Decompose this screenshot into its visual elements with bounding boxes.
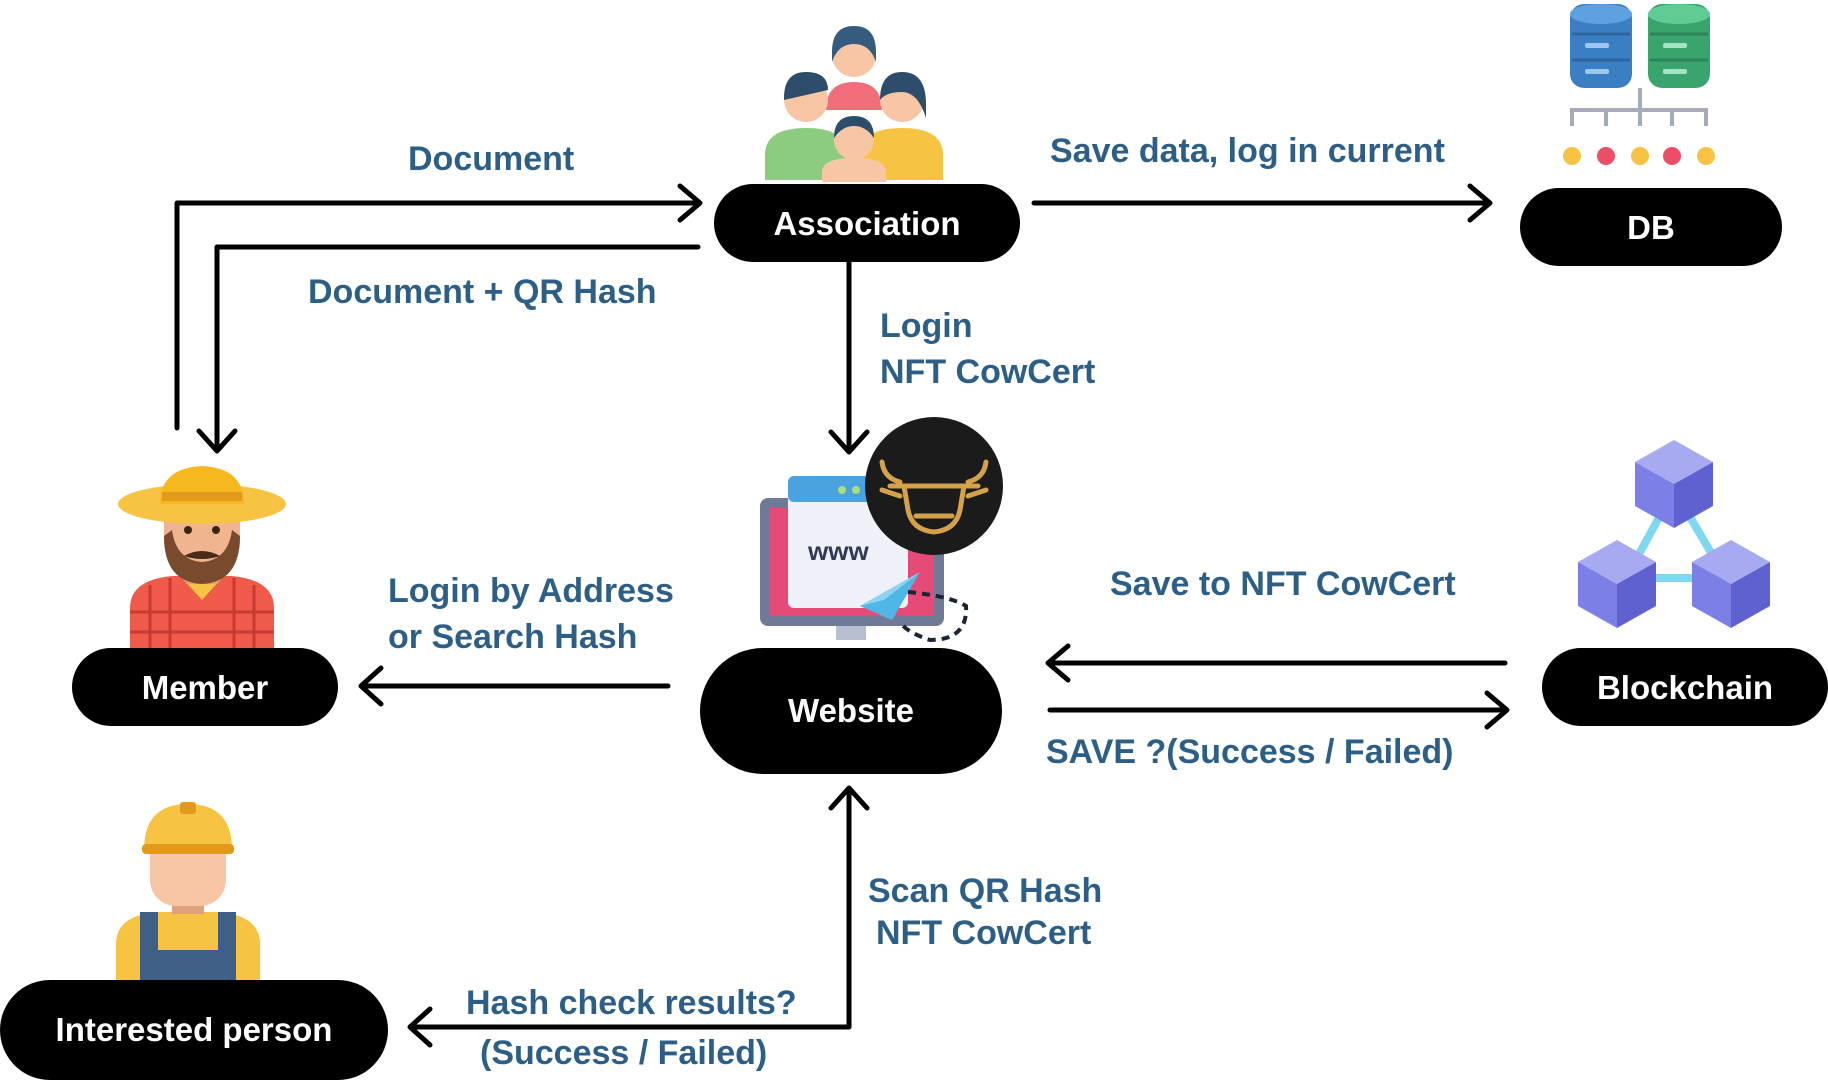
arrowhead-interested [407, 1006, 433, 1048]
arrowhead-member-left [358, 665, 384, 707]
node-interested-label: Interested person [56, 1011, 333, 1048]
arrowhead-db [1467, 183, 1493, 223]
node-website-pill [700, 648, 1002, 774]
label-save-to-nft: Save to NFT CowCert [1110, 565, 1456, 603]
database-servers-icon [1563, 4, 1715, 165]
arrowhead-association [677, 183, 703, 223]
arrowhead-member [196, 428, 238, 454]
node-association[interactable]: Association [714, 184, 1020, 262]
label-scan-qr-hash: Scan QR Hash [868, 872, 1102, 910]
label-or-search-hash: or Search Hash [388, 618, 637, 656]
label-save-data: Save data, log in current [1050, 132, 1445, 170]
node-association-pill [714, 184, 1020, 262]
label-save-result: SAVE ?(Success / Failed) [1046, 733, 1454, 771]
node-interested-pill [0, 980, 388, 1080]
edge-member-to-association [174, 200, 701, 431]
arrowhead-website-right [1045, 643, 1071, 683]
label-login-by-address: Login by Address [388, 572, 674, 610]
node-member-pill [72, 648, 338, 726]
people-group-icon [765, 26, 943, 182]
www-text: www [807, 536, 869, 566]
label-hash-check: Hash check results? [466, 984, 797, 1022]
node-db-label: DB [1627, 209, 1675, 246]
label-nft-cowcert-bottom: NFT CowCert [876, 914, 1091, 952]
edge-association-to-member [214, 244, 701, 450]
farmer-icon [118, 466, 286, 648]
node-website[interactable]: Website [700, 648, 1002, 774]
label-document-qr-hash: Document + QR Hash [308, 273, 657, 311]
node-db[interactable]: DB [1520, 188, 1782, 266]
node-website-label: Website [788, 692, 914, 729]
node-member[interactable]: Member [72, 648, 338, 726]
edge-interested-website [409, 789, 852, 1030]
node-blockchain-label: Blockchain [1597, 669, 1773, 706]
node-member-label: Member [142, 669, 269, 706]
cow-head-logo-icon [865, 417, 1003, 555]
node-interested-person[interactable]: Interested person [0, 980, 388, 1080]
label-hash-check-result: (Success / Failed) [480, 1034, 767, 1072]
arrowhead-website-bottom [828, 785, 870, 811]
label-login: Login [880, 307, 973, 345]
label-document: Document [408, 140, 574, 178]
arrowhead-blockchain [1484, 690, 1510, 730]
blockchain-cubes-icon [1578, 440, 1770, 628]
arrowhead-website-top [828, 429, 870, 455]
node-blockchain[interactable]: Blockchain [1542, 648, 1828, 726]
worker-icon [116, 802, 260, 980]
node-db-pill [1520, 188, 1782, 266]
node-blockchain-pill [1542, 648, 1828, 726]
node-association-label: Association [773, 205, 960, 242]
label-nft-cowcert-top: NFT CowCert [880, 353, 1095, 391]
